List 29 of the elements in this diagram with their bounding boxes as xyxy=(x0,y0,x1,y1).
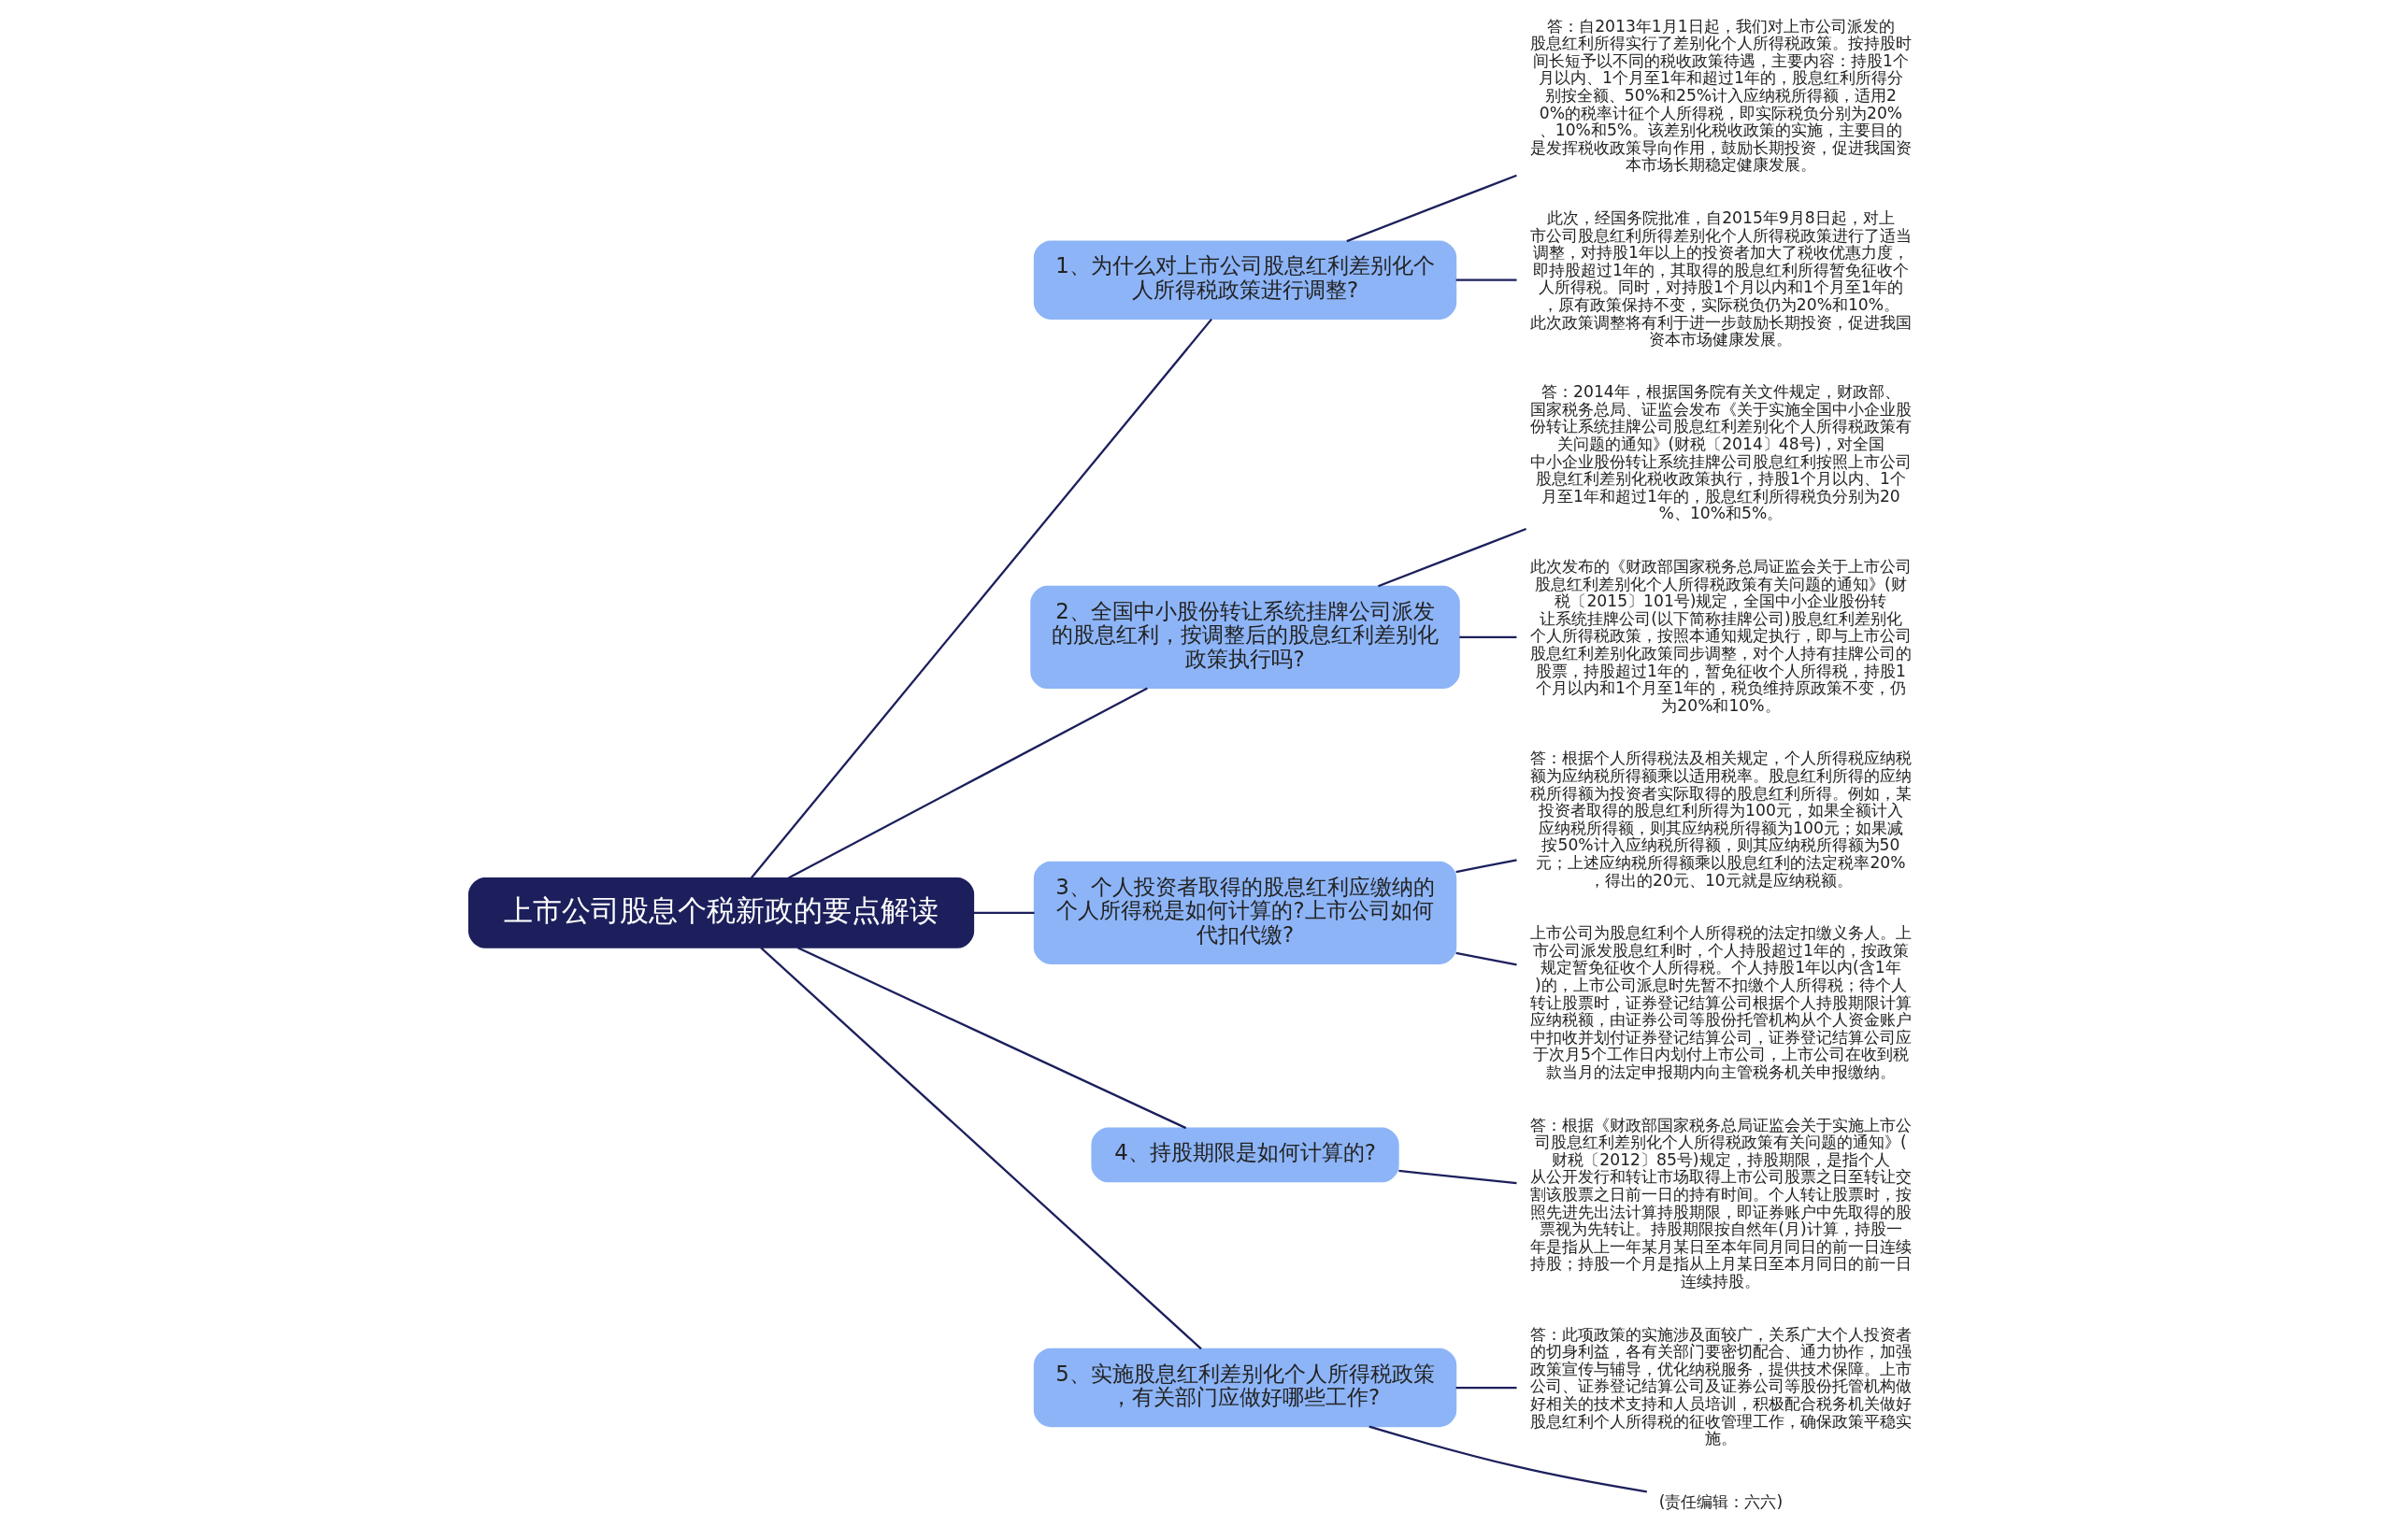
connector xyxy=(750,318,1212,879)
node-box: 3、个人投资者取得的股息红利应缴纳的个人所得税是如何计算的?上市公司如何代扣代缴? xyxy=(1033,861,1456,964)
connector xyxy=(1454,859,1517,874)
node-text: 答：2014年，根据国务院有关文件规定，财政部、国家税务总局、证监会发布《关于实施全国中小企业股份转让系统挂牌公司股息红利差别化个人所得税政策有关问题的通知》(财税〔2014〕48号)，对全国中小企业股份转让系统挂牌公司股息红利按照上市公司股息红利差别化税收政策执行，持股1个月以内、1个月至1年和超过1年的，股息红利所得税负分别为20%、10%和5%。 xyxy=(1529,382,1912,523)
node-text: 答：根据个人所得税法及相关规定，个人所得税应纳税额为应纳税所得额乘以适用税率。股息红利所得的应纳税所得额为投资者实际取得的股息红利所得。例如，某投资者取得的股息红利所得为100元，如果全额计入应纳税所得额，则其应纳税所得额为100元；如果减按50%计入应纳税所得额，则其应纳税所得额为50元；上述应纳税所得额乘以股息红利的法定税率20%，得出的20元、10元就是应纳税额。 xyxy=(1529,749,1912,890)
connector xyxy=(1454,951,1517,966)
connector xyxy=(973,911,1035,914)
node-box: 5、实施股息红利差别化个人所得税政策，有关部门应做好哪些工作? xyxy=(1033,1348,1456,1428)
connector xyxy=(1397,1169,1517,1185)
connector xyxy=(1455,278,1516,281)
connector xyxy=(796,947,1186,1130)
node-text: 答：自2013年1月1日起，我们对上市公司派发的股息红利所得实行了差别化个人所得税政策。按持股时间长短予以不同的税收政策待遇，主要内容：持股1个月以内、1个月至1年和超过1年的，股息红利所得分别按全额、50%和25%计入应纳税所得额，适用20%的税率计征个人所得税，即实际税负分别为20%、10%和5%。该差别化税收政策的实施，主要目的是发挥税收政策导向作用，鼓励长期投资，促进我国资本市场长期稳定健康发展。 xyxy=(1529,16,1912,175)
node-text: 答：此项政策的实施涉及面较广，关系广大个人投资者的切身利益，各有关部门要密切配合、通力协作，加强政策宣传与辅导，优化纳税服务，提供技术保障。上市公司、证券登记结算公司及证券公司等股份托管机构做好相关的技术支持和人员培训，积极配合税务机关做好股息红利个人所得税的征收管理工作，确保政策平稳实施。 xyxy=(1529,1324,1912,1448)
node-text: 此次，经国务院批准，自2015年9月8日起，对上市公司股息红利所得差别化个人所得税政策进行了适当调整，对持股1年以上的投资者加大了税收优惠力度，即持股超过1年的，其取得的股息红利所得暂免征收个人所得税。同时，对持股1个月以内和1个月至1年的，原有政策保持不变，实际税负仍为20%和10%。此次政策调整将有利于进一步鼓励长期投资，促进我国资本市场健康发展。 xyxy=(1529,207,1912,349)
node-text: 此次发布的《财政部国家税务总局证监会关于上市公司股息红利差别化个人所得税政策有关问题的通知》(财税〔2015〕101号)规定，全国中小企业股份转让系统挂牌公司(以下简称挂牌公司)股息红利差别化个人所得税政策，按照本通知规定执行，即与上市公司股息红利差别化政策同步调整，对个人持有挂牌公司的股票，持股超过1年的，暂免征收个人所得税，持股1个月以内和1个月至1年的，税负维持原政策不变，仍为20%和10%。 xyxy=(1529,556,1912,715)
connector xyxy=(1455,1386,1516,1390)
connector xyxy=(1377,527,1526,588)
connector xyxy=(1458,635,1516,639)
connector xyxy=(1368,1425,1647,1493)
node-text: (责任编辑：六六) xyxy=(1658,1491,1783,1511)
node-box: 2、全国中小股份转让系统挂牌公司派发的股息红利，按调整后的股息红利差别化政策执行吗? xyxy=(1029,585,1460,690)
node-box: 1、为什么对上市公司股息红利差别化个人所得税政策进行调整? xyxy=(1033,240,1456,320)
connector xyxy=(759,947,1202,1350)
node-text: 答：根据《财政部国家税务总局证监会关于实施上市公司股息红利差别化个人所得税政策有关问题的通知》(财税〔2012〕85号)规定，持股期限，是指个人从公开发行和转让市场取得上市公司股票之日至转让交割该股票之日前一日的持有时间。个人转让股票时，按照先进先出法计算持股期限，即证券账户中先取得的股票视为先转让。持股期限按自然年(月)计算，持股一年是指从上一年某月某日至本年同月同日的前一日连续持股；持股一个月是指从上月某日至本月同日的前一日连续持股。 xyxy=(1529,1115,1912,1291)
connector xyxy=(787,687,1148,879)
node-box: 4、持股期限是如何计算的? xyxy=(1090,1127,1399,1183)
node-box: 上市公司股息个税新政的要点解读 xyxy=(467,877,974,948)
node-text: 上市公司为股息红利个人所得税的法定扣缴义务人。上市公司派发股息红利时，个人持股超过1年的，按政策规定暂免征收个人所得税。个人持股1年以内(含1年)的，上市公司派息时先暂不扣缴个人所得税；待个人转让股票时，证券登记结算公司根据个人持股期限计算应纳税额，由证券公司等股份托管机构从个人资金账户中扣收并划付证券登记结算公司，证券登记结算公司应于次月5个工作日内划付上市公司，上市公司在收到税款当月的法定申报期内向主管税务机关申报缴纳。 xyxy=(1529,923,1912,1082)
connector xyxy=(1345,174,1517,243)
